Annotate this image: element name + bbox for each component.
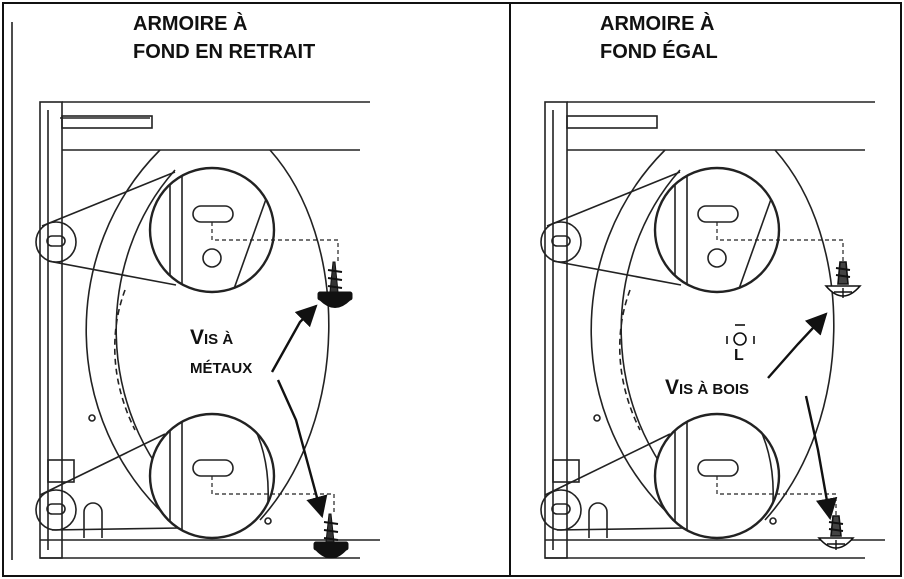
wood-screw-label-initial: V [665,376,680,399]
metal-screw-icon [313,513,349,559]
left-panel-drawing [11,22,380,560]
arrow-to-top-screw [270,304,318,373]
metal-screw-label-line2: MÉTAUX [190,360,253,377]
wood-screw-label-rest: IS À BOIS [679,381,750,398]
wood-screw-icon [817,515,855,550]
metal-screw-label-line1: VIS À [190,326,233,350]
level-label: L [734,347,744,364]
level-icon [726,324,755,346]
metal-screw-label-rest: IS À [204,331,234,348]
arrow-to-bottom-wood-screw [804,395,838,521]
arrow-to-bottom-screw [276,379,328,519]
left-panel-title-line1: ARMOIRE À [133,13,248,35]
wood-screw-label: VIS À BOIS [665,376,749,400]
right-panel-title-line2: FOND ÉGAL [600,41,718,63]
arrow-to-top-wood-screw [767,312,828,379]
metal-screw-label-initial: V [190,326,205,349]
wood-screw-icon [824,261,862,298]
metal-screw-icon [317,261,353,308]
left-panel-title-line2: FOND EN RETRAIT [133,41,316,63]
right-panel-title-line1: ARMOIRE À [600,13,715,35]
right-panel-drawing [540,101,885,559]
